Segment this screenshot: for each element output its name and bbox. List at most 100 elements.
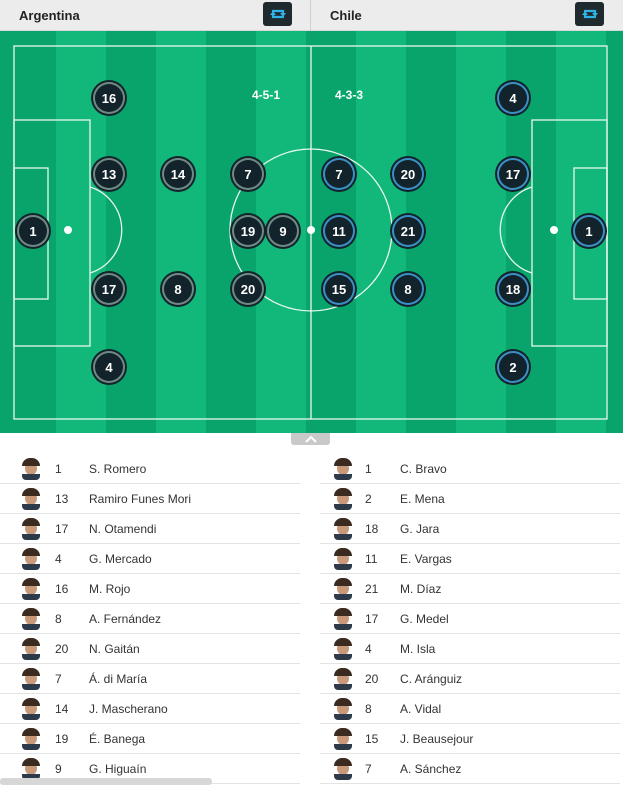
- player-name: J. Mascherano: [89, 701, 168, 716]
- lineup-row[interactable]: 20 N. Gaitán: [0, 634, 300, 664]
- player-number: 20: [55, 641, 69, 656]
- chevron-up-icon: [304, 435, 317, 443]
- player-avatar: [22, 668, 40, 690]
- player-avatar: [334, 638, 352, 660]
- player-number: 8: [55, 611, 62, 626]
- player-avatar: [334, 578, 352, 600]
- lineup-row[interactable]: 21 M. Díaz: [320, 574, 620, 604]
- player-name: N. Gaitán: [89, 641, 140, 656]
- player-avatar: [334, 488, 352, 510]
- lineup-row[interactable]: 14 J. Mascherano: [0, 694, 300, 724]
- away-pitch-player[interactable]: 2: [497, 351, 529, 383]
- home-swap-button[interactable]: [263, 2, 292, 26]
- pitch: 4-5-1 4-3-3 16 13 14 7 1 19 9 17 8 20 4 …: [0, 31, 623, 433]
- home-pitch-player[interactable]: 7: [232, 158, 264, 190]
- player-number: 8: [365, 701, 372, 716]
- player-name: M. Rojo: [89, 581, 131, 596]
- player-avatar: [22, 638, 40, 660]
- player-number: 14: [55, 701, 69, 716]
- home-pitch-player[interactable]: 4: [93, 351, 125, 383]
- player-number: 9: [55, 761, 62, 776]
- home-pitch-player[interactable]: 1: [17, 215, 49, 247]
- away-pitch-player[interactable]: 21: [392, 215, 424, 247]
- player-name: C. Aránguiz: [400, 671, 463, 686]
- player-name: J. Beausejour: [400, 731, 474, 746]
- home-pitch-player[interactable]: 14: [162, 158, 194, 190]
- player-avatar: [334, 728, 352, 750]
- player-number: 17: [365, 611, 379, 626]
- horizontal-scrollbar[interactable]: [0, 778, 212, 785]
- player-name: N. Otamendi: [89, 521, 157, 536]
- player-name: G. Jara: [400, 521, 440, 536]
- home-pitch-player[interactable]: 9: [267, 215, 299, 247]
- player-avatar: [22, 758, 40, 780]
- player-name: M. Díaz: [400, 581, 442, 596]
- swap-arrows-icon: [269, 9, 286, 19]
- player-name: E. Vargas: [400, 551, 452, 566]
- home-pitch-player[interactable]: 19: [232, 215, 264, 247]
- player-name: A. Vidal: [400, 701, 442, 716]
- lineup-row[interactable]: 7 A. Sánchez: [320, 754, 620, 784]
- player-number: 21: [365, 581, 379, 596]
- collapse-pitch-button[interactable]: [291, 433, 330, 445]
- home-pitch-player[interactable]: 13: [93, 158, 125, 190]
- away-formation: 4-3-3: [335, 88, 364, 102]
- player-number: 17: [55, 521, 69, 536]
- player-number: 19: [55, 731, 69, 746]
- home-pitch-player[interactable]: 8: [162, 273, 194, 305]
- away-pitch-player[interactable]: 4: [497, 82, 529, 114]
- player-avatar: [334, 758, 352, 780]
- player-number: 1: [55, 461, 62, 476]
- away-pitch-player[interactable]: 11: [323, 215, 355, 247]
- away-pitch-player[interactable]: 17: [497, 158, 529, 190]
- player-avatar: [334, 698, 352, 720]
- player-avatar: [22, 458, 40, 480]
- away-pitch-player[interactable]: 8: [392, 273, 424, 305]
- home-team-name: Argentina: [19, 8, 80, 23]
- away-team-name: Chile: [330, 8, 362, 23]
- away-pitch-player[interactable]: 1: [573, 215, 605, 247]
- away-pitch-player[interactable]: 20: [392, 158, 424, 190]
- player-name: Ramiro Funes Mori: [89, 491, 192, 506]
- home-formation: 4-5-1: [252, 88, 281, 102]
- lineup-row[interactable]: 17 G. Medel: [320, 604, 620, 634]
- away-pitch-player[interactable]: 15: [323, 273, 355, 305]
- home-pitch-player[interactable]: 17: [93, 273, 125, 305]
- lineup-row[interactable]: 17 N. Otamendi: [0, 514, 300, 544]
- player-avatar: [22, 578, 40, 600]
- lineup-row[interactable]: 8 A. Vidal: [320, 694, 620, 724]
- player-name: G. Higuaín: [89, 761, 147, 776]
- player-avatar: [22, 608, 40, 630]
- away-pitch-player[interactable]: 18: [497, 273, 529, 305]
- away-swap-button[interactable]: [575, 2, 604, 26]
- away-pitch-player[interactable]: 7: [323, 158, 355, 190]
- player-avatar: [334, 608, 352, 630]
- home-pitch-player[interactable]: 16: [93, 82, 125, 114]
- player-name: A. Sánchez: [400, 761, 462, 776]
- lineup-row[interactable]: 1 S. Romero: [0, 454, 300, 484]
- player-number: 7: [365, 761, 372, 776]
- player-number: 1: [365, 461, 372, 476]
- player-avatar: [22, 728, 40, 750]
- player-name: G. Medel: [400, 611, 449, 626]
- player-name: S. Romero: [89, 461, 147, 476]
- player-number: 7: [55, 671, 62, 686]
- player-avatar: [334, 668, 352, 690]
- home-pitch-player[interactable]: 20: [232, 273, 264, 305]
- player-avatar: [334, 548, 352, 570]
